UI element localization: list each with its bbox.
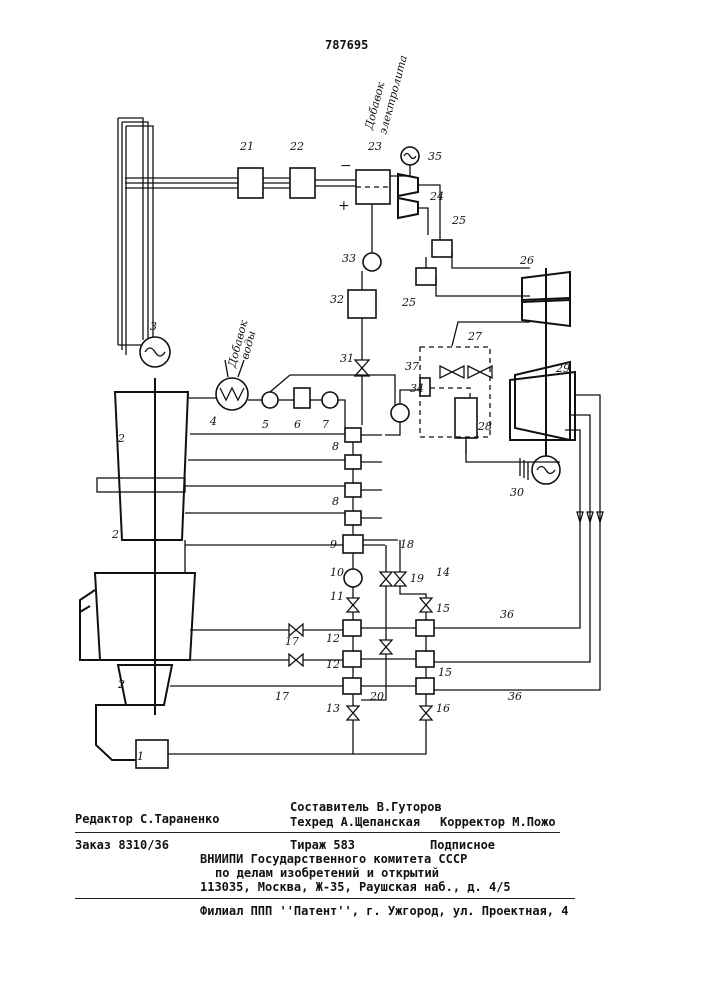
pump-5-icon bbox=[262, 392, 278, 408]
svg-text:17: 17 bbox=[285, 635, 299, 648]
svg-text:22: 22 bbox=[289, 140, 304, 153]
turbine-24a bbox=[398, 174, 418, 196]
turbine-section-middle bbox=[95, 573, 195, 660]
pump-7-icon bbox=[322, 392, 338, 408]
divider-bottom bbox=[75, 898, 575, 899]
deaerator-9 bbox=[343, 535, 363, 553]
svg-text:30: 30 bbox=[510, 486, 524, 499]
heaters-8 bbox=[345, 428, 382, 535]
svg-text:3: 3 bbox=[150, 320, 157, 333]
svg-text:17: 17 bbox=[275, 690, 289, 703]
block-28 bbox=[455, 398, 477, 438]
svg-text:25: 25 bbox=[451, 214, 466, 227]
svg-text:1: 1 bbox=[137, 750, 144, 763]
divider-top bbox=[75, 832, 560, 833]
svg-text:14: 14 bbox=[436, 566, 450, 579]
svg-text:27: 27 bbox=[467, 330, 482, 343]
turbine-section-lower bbox=[118, 665, 172, 705]
svg-text:35: 35 bbox=[428, 150, 442, 163]
branch-line: Филиал ППП ''Патент'', г. Ужгород, ул. П… bbox=[200, 904, 568, 918]
svg-text:16: 16 bbox=[436, 702, 450, 715]
svg-text:24: 24 bbox=[429, 190, 444, 203]
svg-text:19: 19 bbox=[410, 572, 424, 585]
process-diagram: 1 2 2 2 3 4 5 6 7 8 8 9 10 11 12 12 13 1… bbox=[0, 0, 707, 800]
svg-text:4: 4 bbox=[209, 415, 217, 428]
corrector-line: Корректор М.Пожо bbox=[440, 815, 556, 829]
annotations: Добавок электролита Добавок воды − + bbox=[225, 54, 410, 370]
block-25-lower bbox=[416, 268, 436, 285]
block-21 bbox=[238, 168, 263, 198]
svg-text:32: 32 bbox=[330, 293, 344, 306]
svg-text:8: 8 bbox=[332, 495, 339, 508]
svg-text:21: 21 bbox=[239, 140, 254, 153]
heaters-12-15 bbox=[343, 620, 434, 694]
svg-text:23: 23 bbox=[367, 140, 382, 153]
pump-33-icon bbox=[363, 253, 381, 271]
turbine-section-upper bbox=[115, 392, 188, 540]
svg-text:11: 11 bbox=[330, 590, 344, 603]
component-labels: 1 2 2 2 3 4 5 6 7 8 8 9 10 11 12 12 13 1… bbox=[111, 140, 570, 763]
org-line-2: по делам изобретений и открытий bbox=[215, 866, 439, 880]
compiler-line: Составитель В.Гуторов bbox=[290, 800, 442, 814]
block-25-upper bbox=[432, 240, 452, 257]
svg-text:7: 7 bbox=[322, 418, 329, 431]
svg-text:2: 2 bbox=[117, 678, 125, 691]
svg-text:36: 36 bbox=[500, 608, 514, 621]
valves-27 bbox=[440, 366, 492, 378]
block-32 bbox=[348, 290, 376, 318]
block-6 bbox=[294, 388, 310, 408]
pump-10-icon bbox=[344, 569, 362, 587]
svg-text:10: 10 bbox=[330, 566, 344, 579]
editor-line: Редактор С.Тараненко bbox=[75, 812, 220, 826]
subscription-line: Подписное bbox=[430, 838, 495, 852]
svg-text:9: 9 bbox=[330, 538, 337, 551]
order-line: Заказ 8310/36 bbox=[75, 838, 169, 852]
block-22 bbox=[290, 168, 315, 198]
circulation-line: Тираж 583 bbox=[290, 838, 355, 852]
svg-text:25: 25 bbox=[401, 296, 416, 309]
svg-text:12: 12 bbox=[326, 658, 340, 671]
svg-text:33: 33 bbox=[342, 252, 356, 265]
techeditor-line: Техред А.Щепанская bbox=[290, 815, 420, 829]
org-line-1: ВНИИПИ Государственного комитета СССР bbox=[200, 852, 467, 866]
heat-exchanger-4-icon bbox=[216, 378, 248, 410]
svg-text:26: 26 bbox=[519, 254, 534, 267]
address-line: 113035, Москва, Ж-35, Раушская наб., д. … bbox=[200, 880, 511, 894]
svg-text:20: 20 bbox=[369, 690, 384, 703]
svg-text:13: 13 bbox=[326, 702, 340, 715]
svg-text:28: 28 bbox=[477, 420, 492, 433]
svg-text:37: 37 bbox=[405, 360, 419, 373]
svg-text:15: 15 bbox=[438, 666, 452, 679]
svg-text:6: 6 bbox=[294, 418, 301, 431]
svg-text:8: 8 bbox=[332, 440, 339, 453]
svg-text:5: 5 bbox=[262, 418, 269, 431]
svg-text:31: 31 bbox=[340, 352, 354, 365]
svg-text:29: 29 bbox=[555, 362, 570, 375]
svg-text:+: + bbox=[338, 198, 350, 214]
turbine-24b bbox=[398, 198, 418, 218]
svg-text:2: 2 bbox=[111, 528, 119, 541]
svg-text:15: 15 bbox=[436, 602, 450, 615]
svg-text:36: 36 bbox=[508, 690, 522, 703]
svg-text:34: 34 bbox=[410, 382, 424, 395]
svg-text:−: − bbox=[340, 158, 352, 174]
svg-text:12: 12 bbox=[326, 632, 340, 645]
pump-34-icon bbox=[391, 404, 409, 422]
svg-text:2: 2 bbox=[117, 432, 125, 445]
svg-text:18: 18 bbox=[400, 538, 414, 551]
turbine-sections bbox=[95, 378, 195, 715]
